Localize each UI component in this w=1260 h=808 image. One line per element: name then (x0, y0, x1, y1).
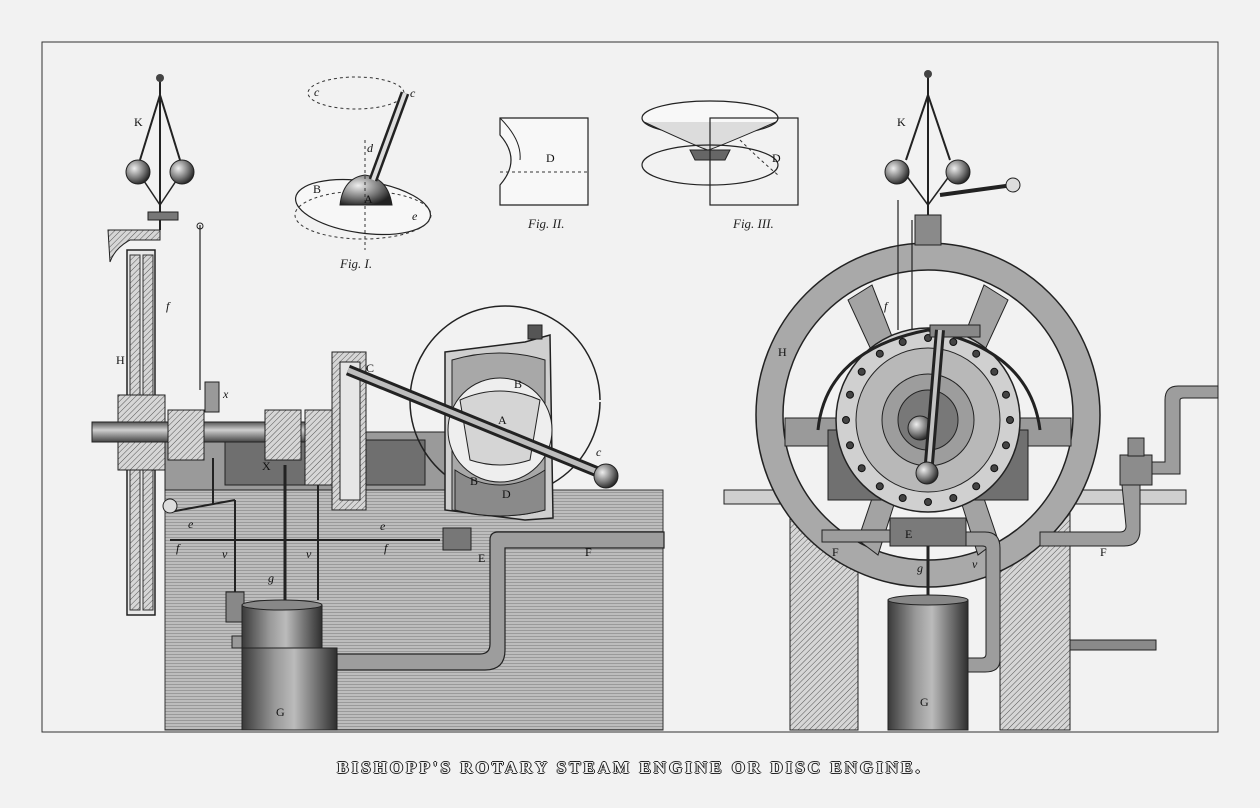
side-label-g-upper: G (276, 705, 285, 719)
side-label-f-left: f (176, 541, 181, 555)
bolt (842, 416, 850, 424)
bolt (846, 441, 854, 450)
bolt (924, 498, 932, 506)
side-label-a: A (498, 413, 507, 427)
bolt (846, 390, 854, 399)
fig1-label-d: d (367, 141, 374, 155)
bolt (972, 349, 981, 358)
figure-1: c c d B A e Fig. I. (294, 76, 432, 271)
front-label-e: E (905, 527, 912, 541)
side-label-b-lower: B (470, 474, 478, 488)
front-label-h: H (778, 345, 787, 359)
bolt (990, 464, 999, 473)
side-label-f-upper: f (166, 299, 171, 313)
fig2-caption: Fig. II. (527, 216, 564, 231)
bolt (875, 349, 884, 358)
side-label-h: H (116, 353, 125, 367)
bolt (972, 482, 981, 491)
side-label-k: K (134, 115, 143, 129)
fig1-label-e: e (412, 209, 418, 223)
bolt (1002, 390, 1010, 399)
fig3-label-d: D (772, 151, 781, 165)
fig1-label-a: A (364, 192, 373, 206)
side-label-f-right: f (384, 541, 389, 555)
side-label-f-upper-pipe: F (585, 545, 592, 559)
bolt (898, 338, 907, 346)
bolt (1006, 416, 1014, 424)
side-label-e-left: e (188, 517, 194, 531)
side-label-c-upper: C (366, 361, 374, 375)
plate-caption: BISHOPP'S ROTARY STEAM ENGINE OR DISC EN… (337, 758, 923, 777)
fig1-label-b: B (313, 182, 321, 196)
front-label-g-upper: G (920, 695, 929, 709)
bolt (857, 464, 866, 473)
side-label-e-right: e (380, 519, 386, 533)
figure-2: D Fig. II. (499, 117, 589, 231)
side-label-c-lower: c (596, 445, 602, 459)
side-label-e-upper: E (478, 551, 485, 565)
side-label-b-upper: B (514, 377, 522, 391)
side-elevation: K H f x X C B B A D (91, 74, 665, 731)
bolt (857, 367, 866, 376)
front-label-f-right: F (1100, 545, 1107, 559)
side-label-d: D (502, 487, 511, 501)
side-label-v-right: v (306, 547, 312, 561)
side-label-v-left: v (222, 547, 228, 561)
front-label-v: v (972, 557, 978, 571)
side-label-x-upper: X (262, 459, 271, 473)
front-label-k: K (897, 115, 906, 129)
bolt (949, 494, 958, 502)
bolt (898, 494, 907, 502)
fig1-label-c-left: c (314, 85, 320, 99)
bolt (875, 482, 884, 491)
front-elevation: H K f E F (723, 70, 1219, 731)
bolt (949, 338, 958, 346)
front-label-f: f (884, 299, 889, 313)
flange-bolts (842, 334, 1014, 506)
fig2-label-d: D (546, 151, 555, 165)
bolt (1002, 441, 1010, 450)
fig1-caption: Fig. I. (339, 256, 372, 271)
front-label-g: g (917, 561, 923, 575)
side-label-x: x (222, 387, 229, 401)
figure-3: D Fig. III. (641, 100, 799, 231)
fig1-label-c-right: c (410, 86, 416, 100)
fig3-caption: Fig. III. (732, 216, 774, 231)
front-label-f-left: F (832, 545, 839, 559)
bolt (990, 367, 999, 376)
side-label-g: g (268, 571, 274, 585)
